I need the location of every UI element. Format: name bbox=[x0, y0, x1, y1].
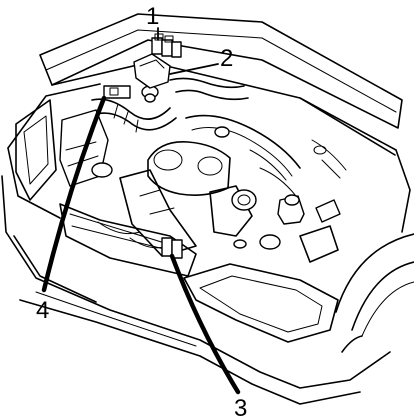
leader-2 bbox=[169, 63, 219, 75]
leader-3 bbox=[169, 253, 241, 395]
car-body-outline bbox=[1, 13, 414, 405]
leader-lines bbox=[41, 27, 241, 395]
fuse-box-1 bbox=[151, 33, 182, 58]
callout-label-3: 3 bbox=[234, 395, 247, 419]
callout-label-2: 2 bbox=[220, 45, 233, 72]
leader-4 bbox=[41, 95, 107, 293]
engine-components bbox=[59, 77, 347, 263]
relay-box-4 bbox=[103, 85, 131, 99]
callout-labels: 1 2 3 4 bbox=[36, 3, 247, 419]
callout-label-1: 1 bbox=[146, 3, 159, 30]
relay-box-2 bbox=[133, 53, 171, 89]
callout-label-4: 4 bbox=[36, 297, 49, 324]
relay-box-3 bbox=[161, 237, 183, 259]
